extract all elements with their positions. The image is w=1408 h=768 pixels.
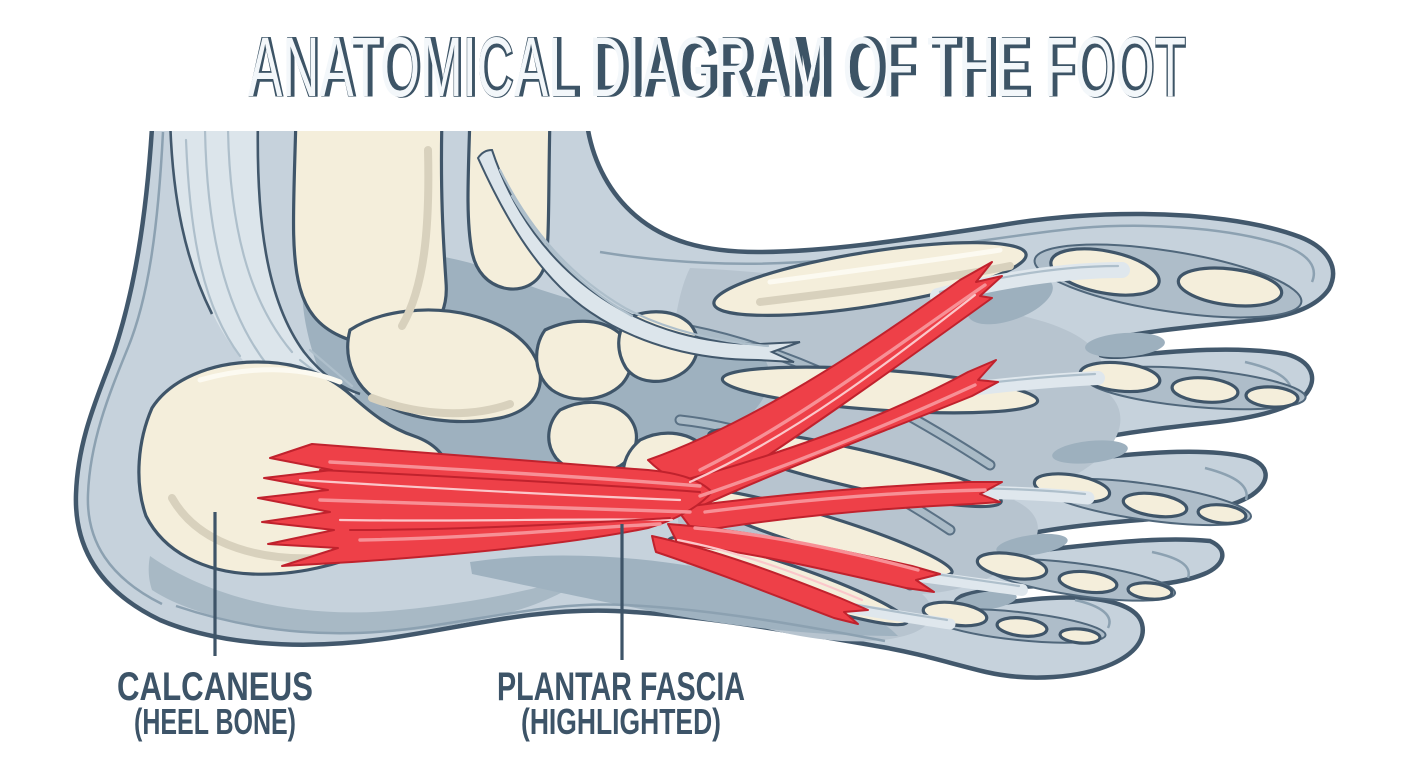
skin-margin-line xyxy=(1204,466,1248,501)
bone-shading xyxy=(398,146,433,330)
page-title: ANATOMICAL DIAGRAM OF THE FOOT xyxy=(248,20,1186,114)
phalanx-bone xyxy=(1057,569,1119,595)
skin-margin-line xyxy=(1151,550,1190,579)
heel-fat-pad xyxy=(148,556,591,634)
title-block: ANATOMICAL DIAGRAM OF THE FOOT ANATOMICA… xyxy=(247,19,1187,115)
ball-of-foot-shadow xyxy=(967,275,1053,325)
toe-webbing-shadow xyxy=(1052,440,1128,464)
page-title-inline: ANATOMICAL DIAGRAM OF THE FOOT xyxy=(248,20,1186,114)
phalanx-bone xyxy=(995,616,1049,638)
cuneiform-bone xyxy=(547,400,638,475)
fascia-slip xyxy=(651,535,869,625)
plantar-fascia-sublabel: (HIGHLIGHTED) xyxy=(521,701,721,742)
sole-muscle-layer xyxy=(470,555,898,636)
skin-margin-line xyxy=(599,224,1315,283)
phalanx-bone xyxy=(1121,491,1189,519)
bone-shading xyxy=(368,394,514,418)
skin-margin-line xyxy=(86,131,165,606)
skin-margin-line xyxy=(175,603,886,643)
phalanx-bone xyxy=(1244,385,1300,409)
annotations: CALCANEUS (HEEL BONE) PLANTAR FASCIA (HI… xyxy=(117,512,745,742)
toe-webbing-shadow xyxy=(1085,332,1165,358)
navicular-bone xyxy=(535,319,633,401)
phalanx-bone xyxy=(975,551,1049,581)
phalanx-bone xyxy=(1170,376,1240,404)
plantar-fascia xyxy=(257,261,1003,625)
calcaneus-label: CALCANEUS xyxy=(117,665,313,709)
phalanx-bone xyxy=(1058,627,1102,645)
toe-webbing-shadow xyxy=(996,533,1068,557)
plantar-fascia-label: PLANTAR FASCIA xyxy=(497,665,745,709)
achilles-tendon xyxy=(168,115,361,422)
bone-highlight xyxy=(767,247,1003,285)
phalanx-bone xyxy=(1196,503,1248,525)
bone-highlight xyxy=(197,367,343,385)
skin-margin-line xyxy=(1074,598,1111,629)
top-crop xyxy=(0,0,1408,131)
calcaneus-sublabel: (HEEL BONE) xyxy=(134,701,296,742)
phalanx-bone xyxy=(1126,581,1174,601)
tibialis-tendon xyxy=(476,148,801,363)
phalanx-bone xyxy=(1176,266,1284,308)
